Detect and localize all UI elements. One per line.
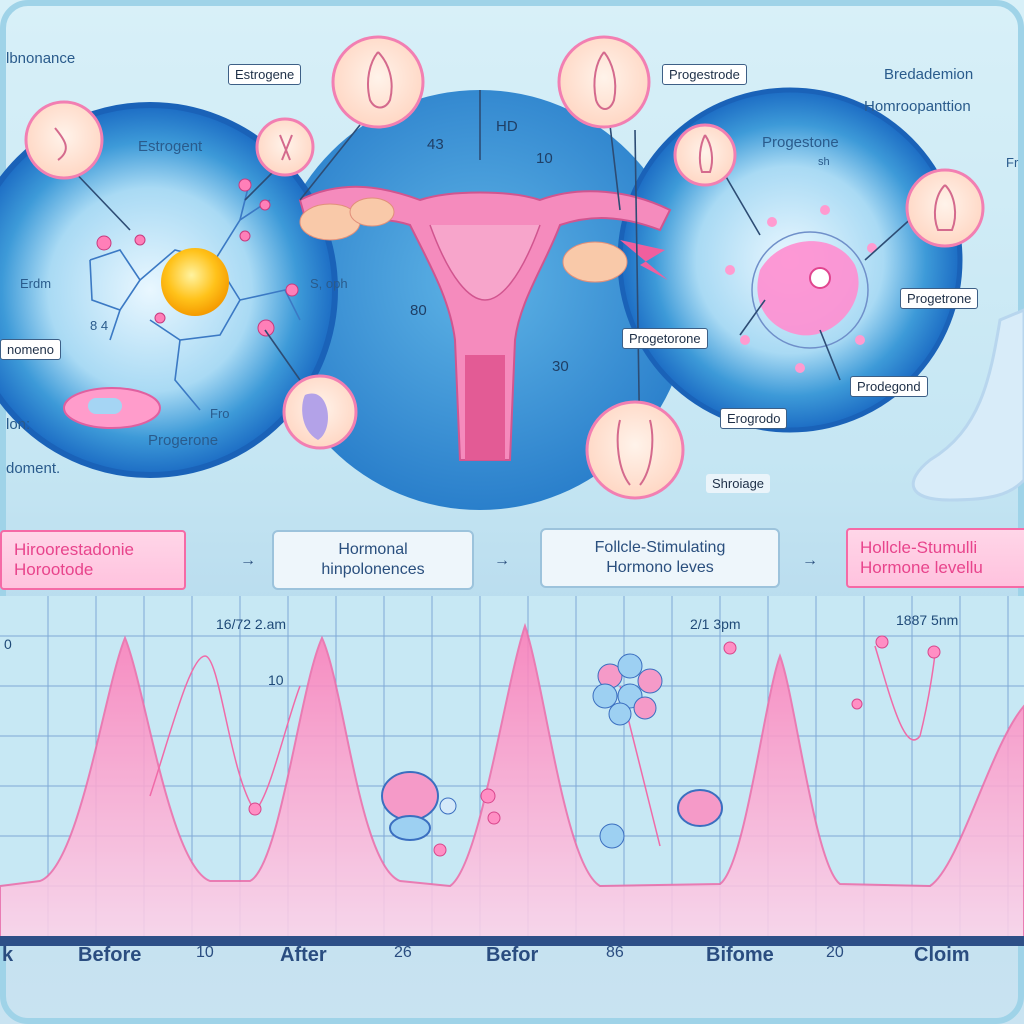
x-label-8: 20 [826, 944, 844, 961]
flow-box-2: Hormonal hinpolonences [272, 530, 474, 590]
chart-annotation-10: 10 [268, 672, 284, 688]
center-num-80: 80 [410, 302, 427, 319]
left-label-progerone: Progerone [148, 432, 219, 449]
center-box-shroiage: Shroiage [706, 474, 771, 493]
right-panel-sub: sh [818, 156, 830, 168]
right-box-progetrone: Progetrone [900, 288, 979, 309]
hormone-level-chart [0, 596, 1024, 946]
left-label-fro: Fro [210, 406, 230, 421]
reproductive-diagram [0, 35, 1024, 510]
x-label-6: 86 [606, 944, 624, 961]
center-num-hd: HD [496, 118, 518, 135]
chart-annotation-2: 2/1 3pm [690, 616, 741, 632]
center-num-43: 43 [427, 136, 444, 153]
flow-arrow-1: → [240, 552, 256, 569]
flow-box-1: Hiroorestadonie Horootode [0, 530, 186, 590]
header-top-left: lbnonance [6, 50, 76, 67]
chart-annotation-1: 16/72 2.am [216, 616, 287, 632]
molecule-atoms [96, 178, 299, 337]
right-box-progetorone: Progetorone [622, 328, 708, 349]
flow-arrow-2: → [494, 552, 510, 569]
center-box-estrogene: Estrogene [228, 64, 302, 85]
x-label-5: Befor [486, 944, 539, 966]
left-label-erdm: Erdm [20, 276, 52, 291]
molecule-cluster-1 [381, 771, 457, 841]
chart-annotation-0: 0 [4, 636, 12, 652]
molecule-cluster-3 [599, 789, 723, 849]
leg-illustration [911, 308, 1024, 502]
header-top-right-1: Bredademion [884, 66, 974, 83]
chart-annotation-3: 1887 5nm [896, 612, 959, 628]
chart-markers [248, 635, 941, 857]
x-axis-bar [0, 936, 1024, 946]
flow-box-4: Hollcle-Stumulli Hormone levellu [846, 528, 1024, 588]
side-label-doment: doment. [6, 460, 61, 477]
x-label-9: Cloim [914, 944, 970, 966]
left-box-nomeno: nomeno [0, 339, 61, 360]
flow-box-3: Follcle-Stimulating Hormono leves [540, 528, 780, 588]
x-label-3: After [280, 944, 327, 966]
left-molecule [89, 179, 301, 411]
flow-arrow-3: → [802, 552, 818, 569]
left-label-sroph: S, oph [310, 276, 348, 291]
uterus-illustration [298, 185, 672, 461]
left-panel-title: Estrogent [138, 138, 203, 155]
right-box-erogrodo: Erogrodo [720, 408, 788, 429]
x-label-0: k [2, 944, 14, 966]
icon-circles [24, 35, 985, 500]
x-label-7: Bifome [706, 944, 774, 966]
x-label-1: Before [78, 944, 142, 966]
header-top-right-2: Homroopanttion [864, 98, 971, 115]
x-label-2: 10 [196, 944, 214, 961]
center-num-10: 10 [536, 150, 553, 167]
left-label-84: 8 4 [90, 318, 109, 333]
edge-label-fr: Fr [1006, 155, 1019, 170]
molecule-cluster-2 [592, 653, 663, 726]
right-box-prodegond: Prodegond [850, 376, 928, 397]
egg-cell [161, 248, 229, 316]
right-cluster [725, 205, 877, 373]
center-box-progestrode: Progestrode [662, 64, 747, 85]
x-label-4: 26 [394, 944, 412, 961]
side-label-ion: lon: [6, 416, 31, 433]
center-num-30: 30 [552, 358, 569, 375]
right-panel-title: Progestone [762, 134, 839, 151]
